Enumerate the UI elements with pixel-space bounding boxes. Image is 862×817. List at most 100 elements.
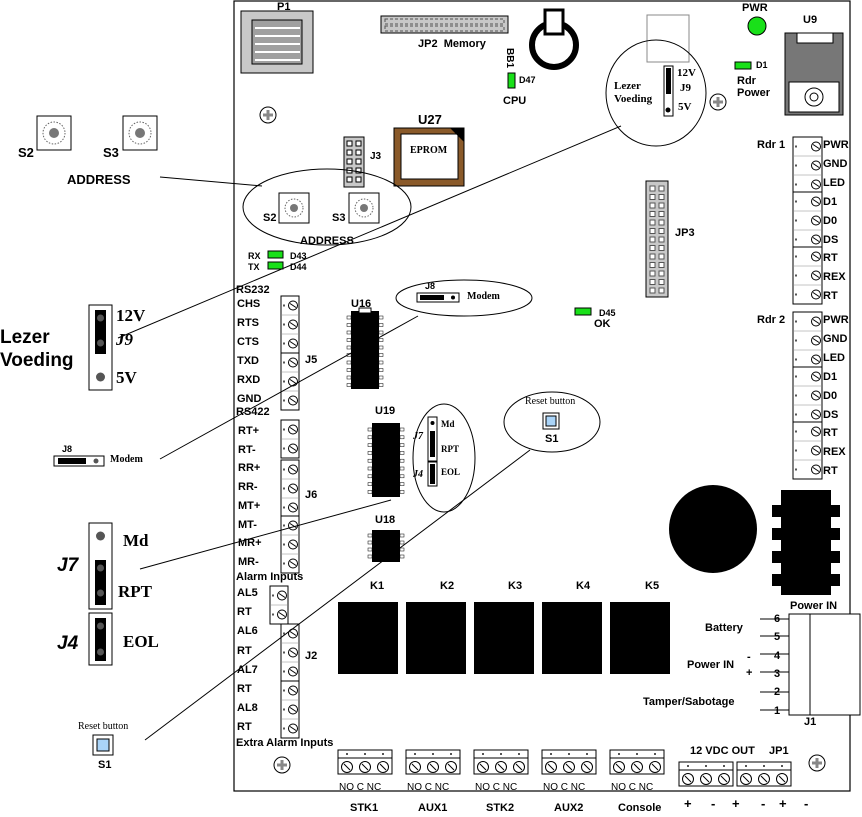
rdr1-pin-0: PWR — [823, 139, 849, 151]
relay-label-3: K4 — [576, 580, 591, 592]
label-voeding: Voeding — [614, 93, 653, 105]
polarity-4: + — [779, 796, 787, 811]
relay-label-2: K3 — [508, 580, 523, 592]
label-battery: Battery — [705, 622, 743, 634]
callout-label-lezer: Lezer — [0, 327, 50, 348]
p1-connector — [240, 10, 314, 74]
alarm-pin-1: RT — [237, 606, 252, 619]
rdr1-pin-2: LED — [823, 176, 845, 189]
led-d45 — [574, 307, 592, 316]
relay-output-name-2: STK2 — [486, 802, 515, 814]
jp3-header — [645, 180, 669, 298]
terminal-block — [792, 421, 823, 480]
callout-label-12v: 12V — [116, 306, 146, 325]
label-rs422: RS422 — [236, 406, 270, 418]
rdr2-pin-6: RT — [823, 427, 838, 440]
label-p1: P1 — [277, 1, 291, 13]
terminal-block — [280, 623, 300, 682]
terminal-block — [792, 246, 823, 305]
rs232-pin-3: TXD — [237, 355, 259, 367]
rs232-pin-0: CHS — [237, 298, 261, 310]
battery-bb1 — [529, 8, 579, 70]
rdr2-pin-1: GND — [823, 332, 848, 345]
rs422-pin-5: MT- — [238, 518, 257, 531]
alarm-pin-6: AL8 — [237, 702, 258, 715]
label-onboard-md: Md — [441, 419, 455, 429]
onboard-s2-switch — [278, 192, 310, 224]
label-j9: J9 — [680, 82, 691, 94]
callout-s3-switch — [122, 115, 158, 151]
label-pwr: PWR — [742, 2, 768, 14]
rdr1-pin-6: RT — [823, 252, 838, 265]
callout-label-j9: J9 — [116, 330, 133, 349]
callout-label-reset-button: Reset button — [78, 721, 129, 732]
buzzer — [669, 485, 757, 573]
label-j9-5v: 5V — [678, 101, 692, 113]
polarity-5: - — [804, 796, 809, 811]
label-onboard-eol: EOL — [441, 467, 461, 477]
label-d43: D43 — [290, 251, 307, 261]
relay-label-0: K1 — [370, 580, 385, 592]
label-onboard-rpt: RPT — [441, 444, 459, 454]
label-d47: D47 — [519, 75, 536, 85]
terminal-block — [269, 585, 289, 625]
callout-label-5v: 5V — [116, 368, 137, 387]
callout-label-modem: Modem — [110, 454, 143, 465]
rs422-pin-1: RT- — [238, 443, 256, 456]
label-j5: J5 — [305, 354, 318, 366]
label-tx: TX — [248, 262, 260, 272]
label-extra-alarm-inputs: Extra Alarm Inputs — [236, 737, 334, 749]
callout-label-j7: J7 — [57, 555, 79, 576]
terminal-block — [792, 136, 823, 195]
reset-button-ellipse — [503, 391, 601, 453]
terminal-block — [280, 352, 300, 411]
led-d1 — [734, 61, 752, 70]
label-power-in: Power IN — [687, 659, 735, 671]
label-u9: U9 — [803, 14, 818, 26]
jp2-header — [380, 15, 509, 34]
label-ok: OK — [594, 318, 611, 330]
label-j8: J8 — [425, 281, 436, 291]
label-u19: U19 — [375, 405, 396, 417]
label-d44: D44 — [290, 262, 307, 272]
terminal-block — [280, 515, 300, 574]
label-rx: RX — [248, 251, 261, 261]
label-u18: U18 — [375, 514, 396, 526]
u27-eprom — [393, 127, 465, 187]
label-onboard-s1: S1 — [545, 433, 559, 445]
led-pwr — [747, 16, 767, 36]
rs422-pin-0: RT+ — [238, 425, 260, 437]
component-outline — [646, 14, 690, 63]
label-onboard-j7: J7 — [413, 431, 423, 442]
power-in-number-3: 3 — [774, 667, 781, 680]
relay-output-pins-2: NO C NC — [475, 782, 518, 793]
rs232-pin-1: RTS — [237, 317, 259, 329]
polarity-1: - — [711, 796, 716, 811]
address-ellipse — [242, 168, 412, 246]
label-bb1: BB1 — [504, 48, 515, 69]
rdr2-pin-8: RT — [823, 465, 838, 478]
label-onboard-s3: S3 — [332, 212, 346, 224]
label-j3: J3 — [370, 151, 382, 162]
label-rdr1: Rdr 1 — [757, 139, 786, 151]
terminal-block-horizontal — [405, 749, 461, 775]
relay-output-name-1: AUX1 — [418, 802, 448, 814]
label-onboard-s2: S2 — [263, 212, 277, 224]
relays — [338, 602, 670, 674]
relay-label-4: K5 — [645, 580, 660, 592]
callout-label-eol: EOL — [123, 632, 159, 651]
j1-connector — [760, 613, 861, 716]
callout-label-rpt: RPT — [118, 582, 152, 601]
label-tamper: Tamper/Sabotage — [643, 696, 735, 708]
callout-j4-header — [88, 612, 113, 666]
label-rdr-power-2: Power — [737, 87, 771, 99]
rs422-pin-6: MR+ — [238, 537, 262, 550]
rdr2-pin-5: DS — [823, 408, 839, 421]
polarity-0: + — [684, 796, 692, 811]
rdr1-pin-1: GND — [823, 157, 848, 170]
label-onboard-reset-button: Reset button — [525, 396, 576, 407]
terminal-block — [792, 366, 823, 425]
terminal-block — [280, 680, 300, 739]
terminal-block — [792, 311, 823, 370]
